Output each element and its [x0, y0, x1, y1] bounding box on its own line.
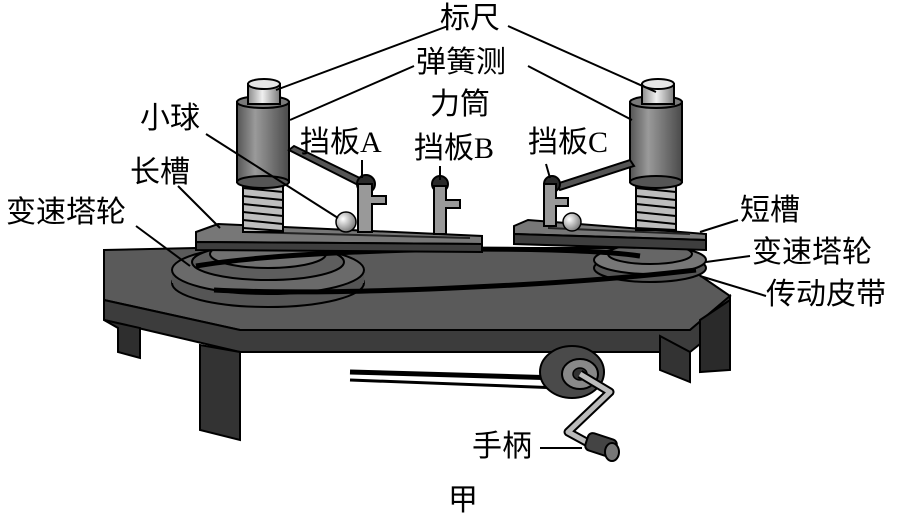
label-drive-belt: 传动皮带: [766, 277, 886, 312]
lower-belt: [349, 369, 561, 381]
label-variable-speed-tower-wheel-left: 变速塔轮: [6, 195, 126, 230]
base-front-right-leg: [659, 334, 691, 384]
label-variable-speed-tower-wheel-right: 变速塔轮: [752, 235, 872, 270]
label-short-groove: 短槽: [740, 193, 800, 228]
label-baffle-c-letter: C: [588, 126, 609, 159]
small-ball-left: [335, 211, 357, 233]
label-baffle-a-letter: A: [360, 126, 382, 159]
small-ball-right: [562, 212, 582, 232]
baffle-a: [356, 174, 387, 233]
hand-crank[interactable]: [539, 345, 620, 462]
label-spring-cylinder-line1: 弹簧测: [416, 45, 506, 80]
label-long-groove: 长槽: [130, 155, 190, 190]
right-spring: [635, 181, 677, 231]
label-baffle-b: 挡板B: [414, 134, 494, 164]
label-ruler: 标尺: [440, 1, 500, 36]
right-ruler: [641, 78, 675, 105]
label-baffle-a: 挡板A: [300, 128, 382, 158]
left-spring: [242, 181, 284, 233]
baffle-b: [431, 175, 461, 235]
label-baffle-b-text: 挡板: [414, 131, 474, 166]
label-handle: 手柄: [472, 429, 532, 464]
right-lever-arm: [554, 158, 636, 192]
base-back-right-leg: [699, 298, 731, 374]
base-front-left-leg: [199, 343, 241, 442]
short-groove: [513, 218, 707, 252]
right-spring-cylinder: [629, 78, 683, 231]
base-left-leg: [103, 319, 141, 360]
baffle-c: [543, 175, 569, 227]
label-baffle-c-text: 挡板: [528, 125, 588, 160]
left-ruler: [247, 78, 281, 105]
label-baffle-c: 挡板C: [528, 128, 608, 158]
label-baffle-b-letter: B: [474, 132, 495, 165]
label-baffle-a-text: 挡板: [300, 125, 360, 160]
left-spring-cylinder: [236, 78, 290, 233]
crank-grip[interactable]: [584, 432, 620, 462]
label-spring-cylinder-line2: 力筒: [430, 87, 490, 122]
leader-lines: [135, 25, 767, 449]
label-small-ball: 小球: [140, 101, 200, 136]
figure-caption: 甲: [448, 483, 478, 518]
